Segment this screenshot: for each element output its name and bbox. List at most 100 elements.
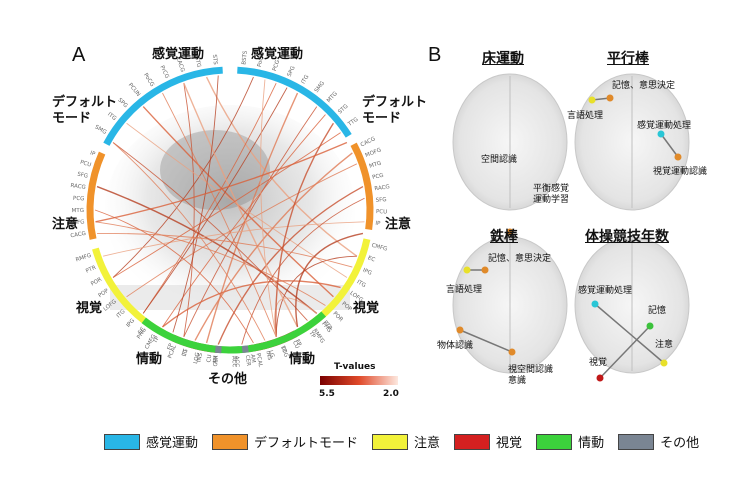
- region-tick-label: CACG: [360, 136, 377, 148]
- region-tick-label: CACG: [174, 56, 185, 73]
- connection-line: [205, 76, 358, 257]
- brain-gymnastics-years: [574, 236, 690, 382]
- legend-label-visual: 視覚: [496, 436, 523, 451]
- legend-swatch-visual: [454, 433, 491, 450]
- region-tick-label: CACG: [70, 231, 86, 240]
- region-tick-label: EC: [367, 255, 376, 263]
- connection-line: [103, 221, 365, 257]
- region-tick-label: PHG: [136, 327, 148, 340]
- brain-floor: [452, 73, 568, 254]
- connection-line: [172, 75, 219, 333]
- legend-label-other: その他: [660, 436, 700, 451]
- region-tick-label: PHG: [320, 321, 332, 334]
- ann-floor-spatial: 空間認識: [481, 155, 518, 165]
- connection-line: [162, 92, 277, 338]
- legend-swatch-default-mode: [212, 433, 249, 450]
- brain-title-gymnastics-years: 体操競技年数: [585, 229, 669, 245]
- network-ring: [86, 66, 374, 354]
- region-tick-label: LG: [267, 350, 275, 359]
- region-tick-label: EC: [137, 326, 146, 336]
- region-tick-label: LG: [182, 349, 190, 358]
- label-default-left: デフォルト モード: [52, 95, 118, 126]
- ring-arc-sensorimotor_a: [103, 66, 223, 146]
- legend-label-default-mode: デフォルトモード: [254, 436, 359, 451]
- region-tick-label: CU: [206, 354, 213, 363]
- region-tick-label: POR: [331, 311, 343, 323]
- region-tick-label: ACC: [233, 356, 239, 368]
- ann-gy-sensorimotor: 感覚運動処理: [578, 286, 633, 296]
- region-tick-label: ITG: [356, 279, 367, 289]
- connection-line: [194, 152, 353, 341]
- label-visual-right: 視覚: [353, 301, 380, 316]
- region-tick-label: CMFG: [371, 243, 388, 253]
- region-tick-label: POP: [340, 301, 353, 313]
- legend-swatch-sensorimotor: [104, 433, 140, 450]
- colorbar-min-label: 5.5: [319, 389, 335, 399]
- region-tick-label: PCG: [372, 173, 384, 181]
- region-tick-label: IPG: [362, 268, 373, 277]
- label-attention-right: 注意: [385, 217, 412, 232]
- connection-line: [112, 142, 308, 321]
- region-tick-label: PoCG: [257, 52, 266, 68]
- region-tick-label: PoCG: [142, 72, 155, 88]
- ann-hb-object: 物体認識: [437, 341, 474, 351]
- label-sensorimotor-right: 感覚運動: [251, 47, 304, 62]
- legend-item-emotion: 情動: [536, 432, 604, 451]
- region-tick-label: PCU: [376, 209, 387, 215]
- label-sensorimotor-left: 感覚運動: [152, 47, 205, 62]
- region-tick-label: SPG: [116, 97, 128, 109]
- brain-title-parallel-bars: 平行棒: [607, 51, 649, 67]
- region-tick-label: PCG: [73, 196, 85, 203]
- region-tick-label: FP: [294, 339, 303, 348]
- region-tick-label: ACC: [231, 356, 237, 368]
- connection-line: [162, 280, 341, 328]
- region-tick-label: TP: [152, 335, 161, 345]
- legend-item-default-mode: デフォルトモード: [212, 432, 358, 451]
- connection-line: [95, 221, 326, 306]
- legend-label-emotion: 情動: [578, 436, 605, 451]
- connection-line: [162, 114, 326, 328]
- brain-shadow-image: [105, 105, 355, 315]
- region-tick-label: STG: [193, 56, 201, 68]
- region-tick-label: ITG: [301, 74, 311, 85]
- legend-swatch-attention: [372, 433, 409, 450]
- panel-b-letter: B: [428, 44, 442, 66]
- region-tick-label: LOG: [193, 352, 201, 364]
- region-tick-label: STG: [337, 104, 349, 116]
- label-visual-left: 視覚: [76, 301, 103, 316]
- connection-line: [241, 197, 365, 345]
- label-other: その他: [208, 372, 248, 387]
- region-tick-label: TTG: [346, 117, 359, 129]
- connection-line: [260, 79, 277, 337]
- region-tick-label: INS: [264, 350, 272, 361]
- label-emotion-left: 情動: [136, 352, 163, 367]
- brain-title-horizontal-bar: 鉄棒: [490, 229, 518, 245]
- region-tick-label: PCUN: [127, 82, 141, 98]
- region-tick-label: MOFG: [68, 219, 85, 226]
- connection-line: [94, 209, 254, 344]
- region-tick-label: IP: [89, 150, 96, 158]
- label-default-right: デフォルト モード: [362, 95, 428, 126]
- ann-gy-memory: 記憶: [648, 306, 667, 316]
- legend-label-sensorimotor: 感覚運動: [146, 436, 199, 451]
- region-tick-label: PTR: [322, 320, 333, 332]
- ann-gy-attention: 注意: [655, 340, 674, 350]
- legend-item-other: その他: [618, 432, 699, 451]
- legend-item-attention: 注意: [372, 432, 440, 451]
- ann-pb-memory: 記憶、意思決定: [612, 81, 676, 91]
- ring-arc-default_a: [86, 151, 106, 240]
- brain-horizontal-bar: [452, 236, 568, 374]
- region-tick-label: POR: [90, 277, 103, 288]
- region-tick-label: TP: [307, 330, 317, 340]
- connection-line: [275, 255, 357, 337]
- connection-lines: [94, 75, 365, 345]
- colorbar: [320, 376, 398, 385]
- region-tick-label: PCG: [272, 59, 281, 72]
- label-attention-left: 注意: [52, 217, 79, 232]
- connection-line: [126, 122, 348, 278]
- colorbar-max-label: 2.0: [383, 389, 399, 399]
- brain-title-floor: 床運動: [482, 51, 524, 67]
- region-tick-label: LOG: [279, 345, 289, 358]
